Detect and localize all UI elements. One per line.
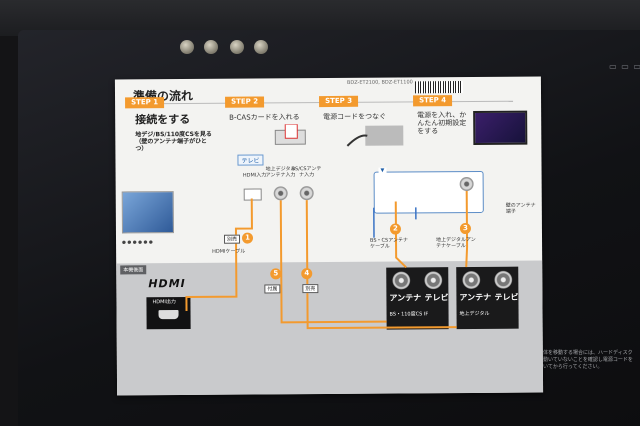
sold-separately-tag: 別売 [302,284,319,294]
device-footnote: 本体を移動する場合には、ハードディスクが動いていないことを確認し電源コードを抜い… [538,350,633,370]
setup-guide-card: 準備の流れ BDZ-ET2100, BDZ-ET1100 STEP 1 接続をす… [114,76,544,396]
connector-knob [254,40,268,54]
step-2: STEP 2 B-CASカードを入れる [225,96,313,161]
bs-cs-cable-label: BS・CSアンテナケーブル [370,237,409,250]
step-number-4: 4 [301,268,313,280]
step-number-3: 3 [459,223,471,235]
power-cord-icon [346,125,404,147]
step-3: STEP 3 電源コードをつなぐ [319,95,409,160]
included-tag: 付属 [264,284,281,294]
hdmi-cable-label: HDMIケーブル [212,248,246,255]
connector-knob [230,40,244,54]
device-logos: ▭ ▭ ▭ ▭ [609,62,640,71]
connector-knob [204,40,218,54]
step-number-1: 1 [241,232,254,244]
sold-separately-tag: 別売 [223,234,241,244]
step-number-2: 2 [389,223,401,235]
bcas-card-icon [274,124,306,145]
step-number-5: 5 [270,268,282,280]
cable-diagram [185,191,469,330]
connector-knob [180,40,194,54]
terrestrial-cable-label: 地上デジタルアンテナケーブル [436,236,476,250]
